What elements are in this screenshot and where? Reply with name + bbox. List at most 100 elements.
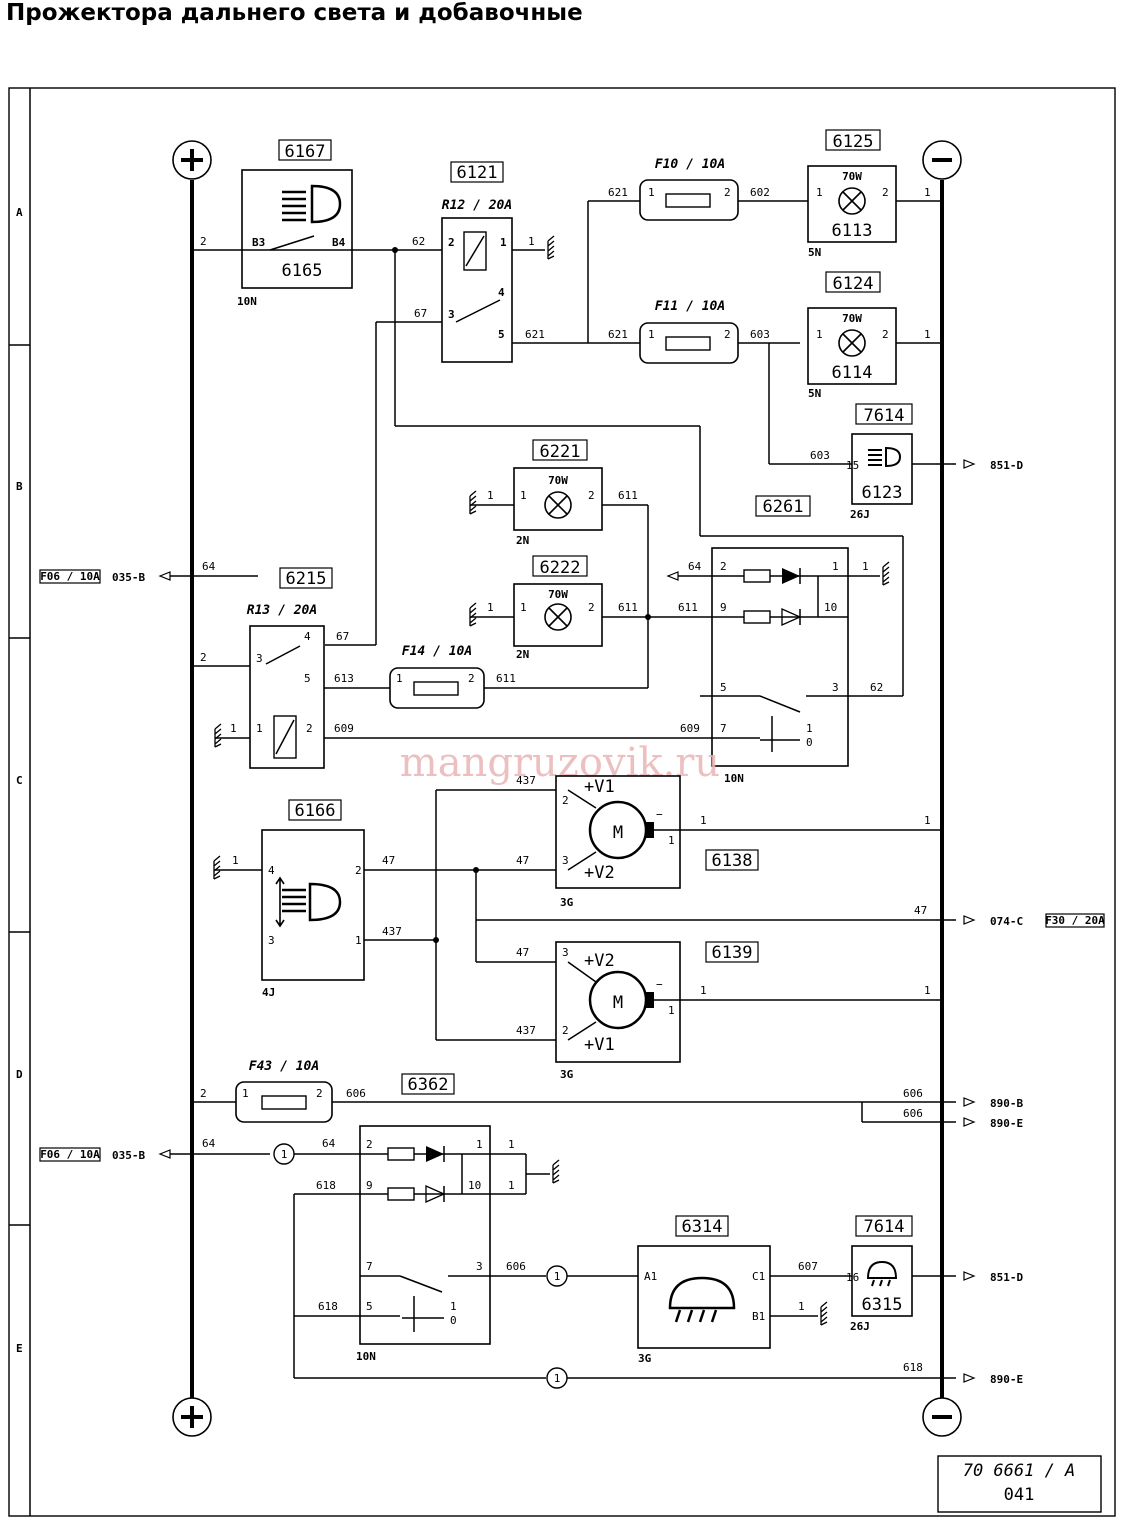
svg-text:3: 3: [256, 652, 263, 665]
svg-text:4J: 4J: [262, 986, 275, 999]
svg-text:10N: 10N: [237, 295, 257, 308]
svg-text:609: 609: [680, 722, 700, 735]
svg-text:70W: 70W: [842, 312, 862, 325]
svg-text:47: 47: [516, 946, 529, 959]
svg-text:1: 1: [700, 814, 707, 827]
svg-text:2: 2: [588, 489, 595, 502]
frame: A B C D E 70 6661 / A 041: [8, 87, 1116, 1517]
label-6123: 6123: [862, 483, 903, 503]
svg-text:1: 1: [924, 328, 931, 341]
page-title: Прожектора дальнего света и добавочные: [6, 0, 583, 26]
svg-text:70W: 70W: [548, 474, 568, 487]
label-6362: 6362: [408, 1075, 449, 1095]
svg-text:606: 606: [346, 1087, 366, 1100]
label-6124: 6124: [833, 274, 874, 294]
svg-text:1: 1: [700, 984, 707, 997]
svg-text:851-D: 851-D: [990, 459, 1023, 472]
svg-text:1: 1: [862, 560, 869, 573]
svg-text:1: 1: [500, 236, 507, 249]
label-6113: 6113: [832, 221, 873, 241]
svg-text:0: 0: [450, 1314, 457, 1327]
work-lamp-indicator-icon: [866, 1260, 898, 1287]
label-6261: 6261: [763, 497, 804, 517]
svg-text:2: 2: [562, 794, 569, 807]
svg-text:7: 7: [720, 722, 727, 735]
svg-text:1: 1: [832, 560, 839, 573]
svg-text:67: 67: [336, 630, 349, 643]
svg-text:1: 1: [396, 672, 403, 685]
svg-text:2: 2: [366, 1138, 373, 1151]
svg-text:+V2: +V2: [584, 863, 615, 883]
svg-text:F43 / 10A: F43 / 10A: [249, 1059, 319, 1074]
label-6315: 6315: [862, 1295, 903, 1315]
label-6114: 6114: [832, 363, 873, 383]
zone-e-label: E: [16, 1342, 23, 1355]
indicator-6123: 7614 15 6123 26J: [846, 403, 913, 521]
svg-text:F10 / 10A: F10 / 10A: [655, 157, 725, 172]
label-6221: 6221: [540, 442, 581, 462]
svg-text:1: 1: [924, 984, 931, 997]
svg-text:64: 64: [202, 560, 216, 573]
svg-text:10N: 10N: [356, 1350, 376, 1363]
svg-text:4: 4: [268, 864, 275, 877]
fuse-f14: F14 / 10A 1 2: [389, 644, 485, 709]
svg-text:1: 1: [924, 186, 931, 199]
svg-text:3G: 3G: [560, 896, 574, 909]
svg-text:4: 4: [498, 286, 505, 299]
svg-text:1: 1: [256, 722, 263, 735]
svg-text:5N: 5N: [808, 387, 821, 400]
svg-text:2: 2: [882, 328, 889, 341]
svg-text:F14 / 10A: F14 / 10A: [402, 644, 472, 659]
svg-text:1: 1: [554, 1270, 561, 1283]
svg-text:606: 606: [506, 1260, 526, 1273]
svg-text:F11 / 10A: F11 / 10A: [655, 299, 725, 314]
svg-text:2: 2: [720, 560, 727, 573]
rating-r12: R12 / 20A: [442, 198, 512, 213]
label-6167: 6167: [285, 142, 326, 162]
svg-text:1: 1: [487, 601, 494, 614]
svg-text:2: 2: [724, 186, 731, 199]
label-6165: 6165: [282, 261, 323, 281]
svg-text:851-D: 851-D: [990, 1271, 1023, 1284]
svg-text:890-E: 890-E: [990, 1117, 1023, 1130]
work-lamp-icon: [668, 1276, 736, 1323]
svg-text:1: 1: [528, 235, 535, 248]
motor-6138: M 23 1 − +V1 +V2 3G: [555, 775, 681, 909]
svg-text:611: 611: [496, 672, 516, 685]
svg-text:10: 10: [824, 601, 837, 614]
drawing-ref: 70 6661 / A: [963, 1461, 1076, 1481]
svg-text:64: 64: [202, 1137, 216, 1150]
svg-text:2: 2: [306, 722, 313, 735]
svg-text:618: 618: [316, 1179, 336, 1192]
svg-text:R13 / 20A: R13 / 20A: [247, 603, 317, 618]
svg-text:2: 2: [468, 672, 475, 685]
svg-text:67: 67: [414, 307, 427, 320]
svg-text:5: 5: [366, 1300, 373, 1313]
svg-text:618: 618: [318, 1300, 338, 1313]
svg-text:5N: 5N: [808, 246, 821, 259]
svg-text:1: 1: [924, 814, 931, 827]
svg-text:47: 47: [516, 854, 529, 867]
switch-6165: 6167 B3 B4 6165 10N: [237, 139, 353, 308]
svg-text:3: 3: [448, 308, 455, 321]
svg-text:609: 609: [334, 722, 354, 735]
svg-text:5: 5: [304, 672, 311, 685]
svg-text:C1: C1: [752, 1270, 765, 1283]
label-6138: 6138: [712, 851, 753, 871]
svg-text:1: 1: [554, 1372, 561, 1385]
label-6121: 6121: [457, 163, 498, 183]
zone-b-label: B: [16, 480, 23, 493]
headlamp-indicator-icon: [868, 446, 902, 468]
offpage-035b-bottom: F06 / 10A 035-B: [39, 1147, 145, 1162]
svg-text:035-B: 035-B: [112, 571, 145, 584]
svg-text:2N: 2N: [516, 534, 529, 547]
svg-text:70W: 70W: [548, 588, 568, 601]
